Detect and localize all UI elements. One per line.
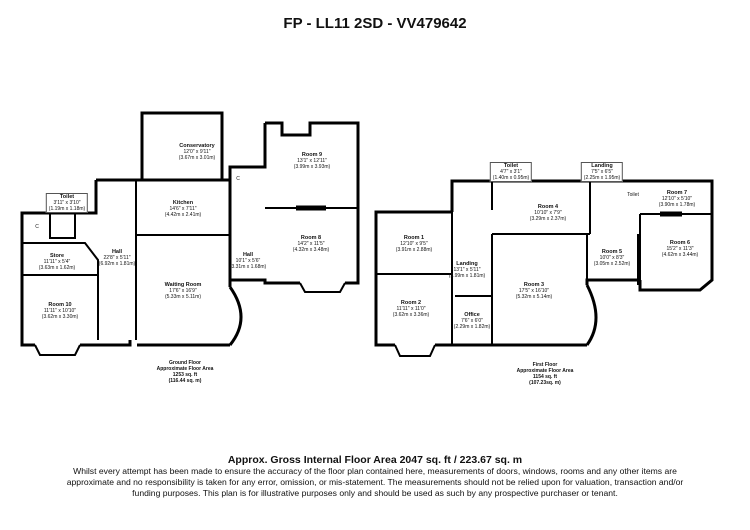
cupboard-label: C bbox=[236, 176, 240, 182]
gross-floor-area: Approx. Gross Internal Floor Area 2047 s… bbox=[227, 454, 523, 466]
cupboard-label: C bbox=[35, 224, 39, 230]
plan-title: FP - LL11 2SD - VV479642 bbox=[283, 15, 467, 32]
room-label-small-toilet: Toilet bbox=[627, 192, 639, 198]
disclaimer: Whilst every attempt has been made to en… bbox=[66, 466, 684, 498]
first-floor-walls bbox=[374, 179, 714, 357]
ground-floor-walls bbox=[20, 111, 360, 356]
